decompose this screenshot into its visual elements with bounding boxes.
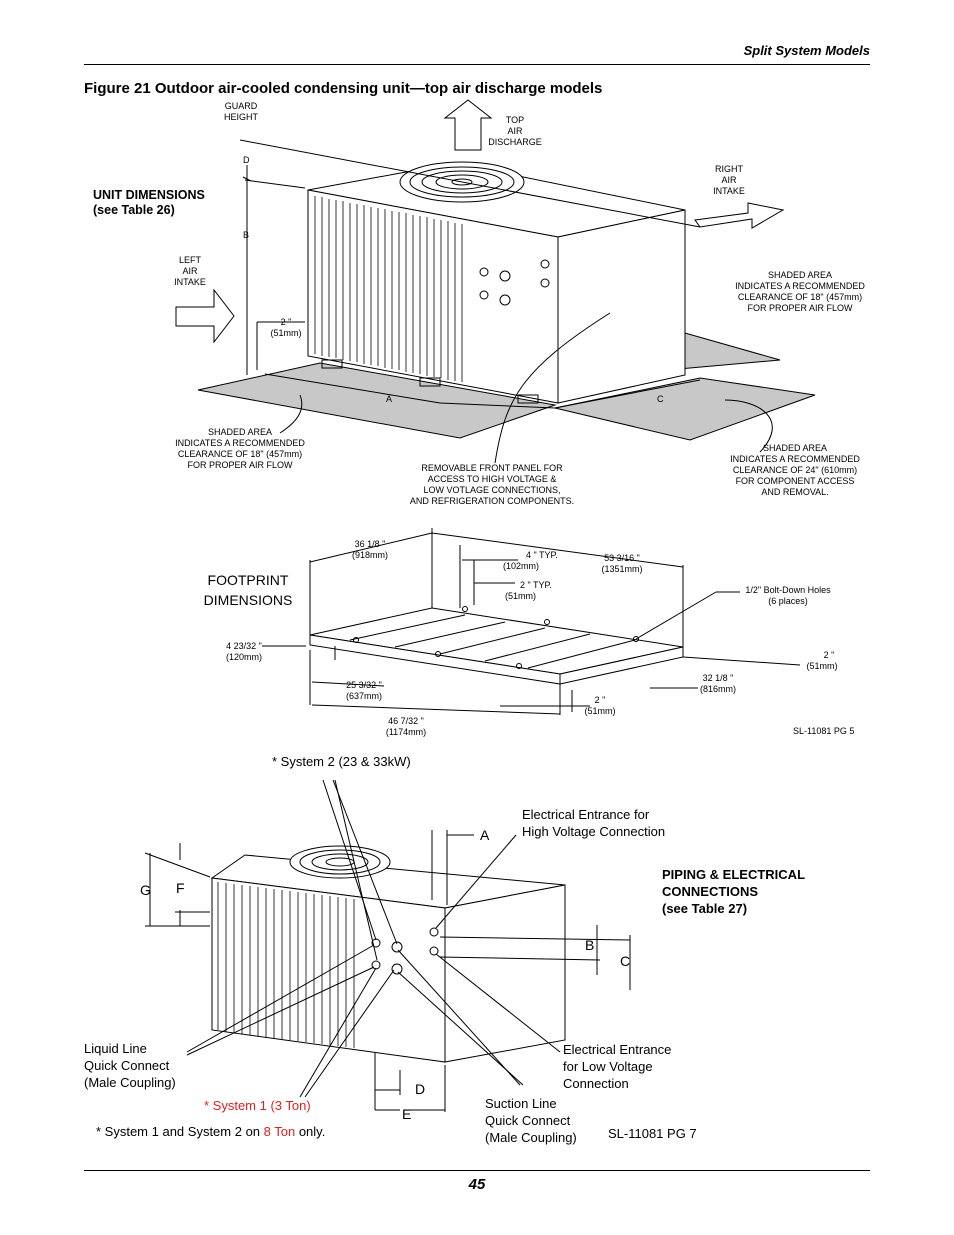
dim-46-label: 46 7/32 "(1174mm) — [385, 716, 427, 737]
figure-title: Figure 21 Outdoor air-cooled condensing … — [84, 80, 603, 97]
piping-ref: SL-11081 PG 7 — [608, 1126, 697, 1141]
dim-4typ-label: 4 " TYP.(102mm) — [503, 550, 558, 571]
left-intake-arrow — [175, 288, 235, 344]
footprint-ref: SL-11081 PG 5 — [793, 726, 855, 736]
dim-2in-label: 2 "(51mm) — [270, 317, 302, 338]
dim-4-23-label: 4 23/32 "(120mm) — [225, 641, 262, 662]
section-header: Split System Models — [743, 43, 870, 58]
dim-letter-f-piping: F — [176, 880, 185, 896]
clearance-area-front — [554, 377, 816, 441]
top-discharge-arrow — [443, 99, 493, 151]
footer-rule — [84, 1170, 870, 1171]
unit-dimensions-label: UNIT DIMENSIONS(see Table 26) — [93, 188, 205, 217]
dim-2typ-label: 2 " TYP.(51mm) — [505, 580, 552, 601]
dim-2-bottom-label: 2 "(51mm) — [584, 695, 616, 716]
dim-letter-d: D — [243, 155, 250, 165]
dim-letter-d-piping: D — [415, 1081, 426, 1097]
unit-front-face-piping — [444, 884, 566, 1063]
coil-fins-top — [314, 196, 463, 382]
unit-left-face-piping — [211, 877, 446, 1063]
system-note: * System 1 and System 2 on 8 Ton only. — [96, 1124, 326, 1139]
system2-label: * System 2 (23 & 33kW) — [272, 754, 411, 769]
dim-53-label: 53 3/16 "(1351mm) — [601, 553, 643, 574]
dim-letter-c: C — [657, 394, 664, 404]
dim-letter-e-piping: E — [402, 1106, 412, 1122]
dim-32-label: 32 1/8 "(816mm) — [699, 673, 736, 694]
dim-36-label: 36 1/8 "(918mm) — [351, 539, 388, 560]
dim-letter-b: B — [243, 230, 250, 240]
page-number: 45 — [468, 1176, 486, 1193]
valve-icon — [479, 267, 489, 277]
dim-letter-a-piping: A — [480, 827, 490, 843]
dim-letter-b-piping: B — [585, 937, 595, 953]
dim-letter-c-piping: C — [620, 953, 631, 969]
unit-front-face — [557, 209, 686, 404]
fan-guard-piping — [289, 845, 391, 879]
dim-25-label: 25 3/32 "(637mm) — [345, 680, 382, 701]
dim-letter-g-piping: G — [140, 882, 151, 898]
clearance-area-left — [197, 362, 557, 439]
dim-2-right-label: 2 "(51mm) — [806, 650, 838, 671]
system1-label: * System 1 (3 Ton) — [204, 1098, 311, 1113]
bolt-holes-label: 1/2" Bolt-Down Holes(6 places) — [745, 585, 831, 606]
right-intake-arrow — [694, 202, 785, 229]
dim-letter-a: A — [386, 394, 393, 404]
electrical-entrance-icon — [540, 259, 550, 269]
header-rule — [84, 64, 870, 65]
